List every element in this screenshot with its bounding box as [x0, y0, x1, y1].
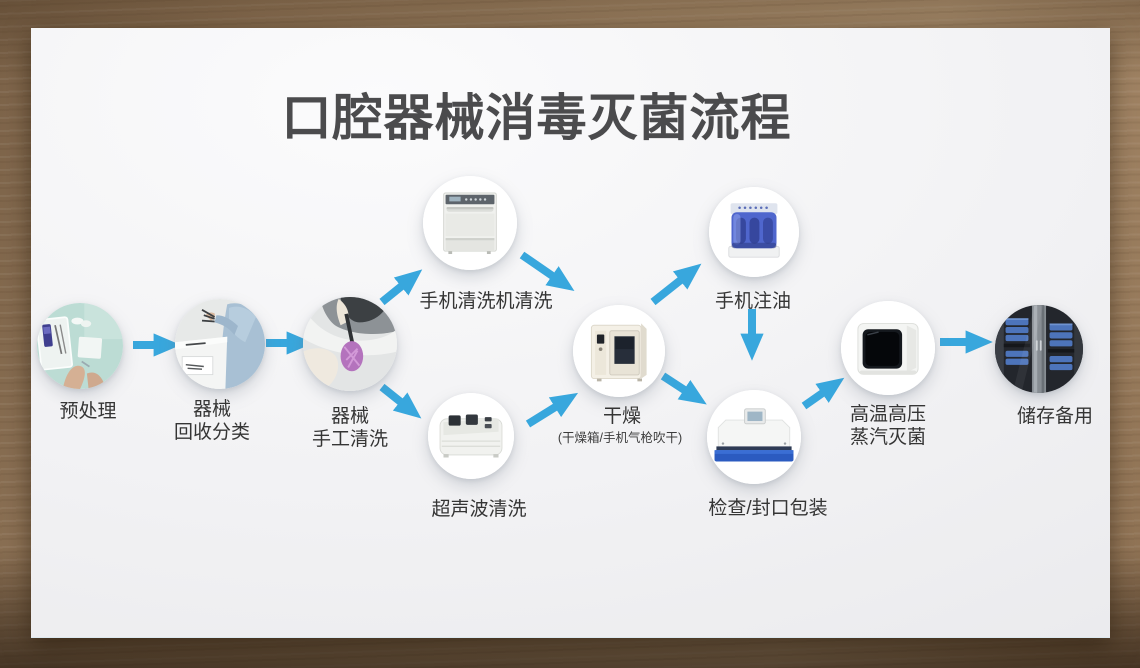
flow-node-handpiece-washer: 手机清洗机清洗 [419, 176, 553, 312]
slide: 口腔器械消毒灭菌流程 [31, 28, 1110, 638]
node-label-ultrasonic-wash: 超声波清洗 [431, 499, 527, 520]
node-label-manual-wash: 器械 手工清洗 [311, 406, 388, 450]
flow-node-drying: 干燥 (干燥箱/手机气枪吹干) [558, 305, 682, 445]
pretreatment-photo [37, 303, 123, 389]
node-label-steam-sterilize: 高温高压 蒸汽灭菌 [849, 404, 926, 448]
handpiece-washer-machine [423, 176, 517, 270]
drying-oven-machine [573, 305, 665, 397]
steam-sterilizer-machine [841, 301, 935, 395]
arrow-washer-to-drying [519, 251, 575, 292]
flow-node-ultrasonic-wash: 超声波清洗 [428, 393, 527, 520]
node-label-storage: 储存备用 [1016, 406, 1093, 427]
node-label-check-seal-pack: 检查/封口包装 [708, 498, 828, 519]
flow-node-handpiece-oiling: 手机注油 [709, 187, 799, 312]
flow-node-recycle-sort: 器械 回收分类 [174, 299, 265, 443]
node-label-handpiece-oiling: 手机注油 [714, 291, 791, 312]
flow-node-check-seal-pack: 检查/封口包装 [707, 390, 828, 519]
flow-node-steam-sterilize: 高温高压 蒸汽灭菌 [841, 301, 935, 448]
node-label-handpiece-washer: 手机清洗机清洗 [419, 291, 553, 312]
manual-washing-photo [303, 297, 397, 391]
handpiece-oiler-machine [709, 187, 799, 277]
flow-node-manual-wash: 器械 手工清洗 [303, 297, 397, 450]
ultrasonic-cleaner-machine [428, 393, 514, 479]
flow-node-pretreatment: 预处理 [37, 303, 123, 422]
flow-node-storage: 储存备用 [995, 305, 1093, 427]
node-sublabel-drying: (干燥箱/手机气枪吹干) [557, 431, 683, 445]
instrument-recycle-photo [175, 299, 265, 389]
sealing-machine [707, 390, 801, 484]
node-label-recycle-sort: 器械 回收分类 [173, 399, 250, 443]
storage-cabinet-photo [995, 305, 1083, 393]
arrow-drying-to-seal [660, 372, 707, 405]
node-label-drying: 干燥 [602, 406, 641, 427]
node-label-pretreatment: 预处理 [59, 401, 117, 422]
slide-title: 口腔器械消毒灭菌流程 [281, 90, 792, 146]
